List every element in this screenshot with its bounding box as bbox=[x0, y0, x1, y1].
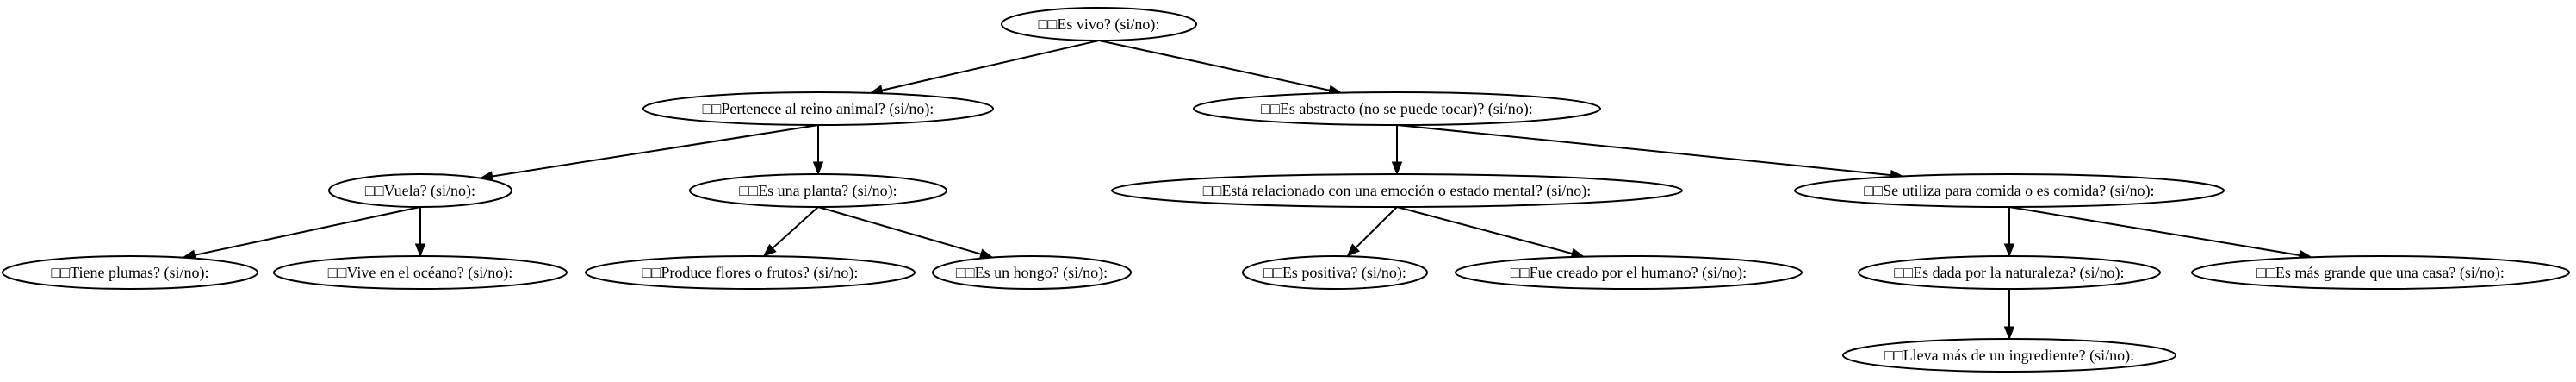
node-label: □□Es positiva? (si/no): bbox=[1263, 264, 1406, 282]
edge-line bbox=[1355, 206, 1398, 249]
node-label: □□Es vivo? (si/no): bbox=[1039, 16, 1160, 34]
node-ellipse bbox=[1001, 7, 1197, 41]
nodes-layer: □□Es vivo? (si/no): □□Pertenece al reino … bbox=[2, 7, 2570, 373]
tree-node-n_flores: □□Produce flores o frutos? (si/no): bbox=[585, 255, 916, 290]
node-label: □□Es abstracto (no se puede tocar)? (si/… bbox=[1261, 100, 1533, 118]
edge-line bbox=[2008, 206, 2300, 257]
tree-node-n_animal: □□Pertenece al reino animal? (si/no): bbox=[642, 91, 994, 126]
edge-n_comida-to-n_casa bbox=[2008, 206, 2313, 261]
tree-node-n_vuela: □□Vuela? (si/no): bbox=[328, 173, 512, 208]
node-label: □□Vuela? (si/no): bbox=[365, 182, 475, 200]
edge-n_emocion-to-n_positiva bbox=[1346, 206, 1398, 258]
node-label: □□Está relacionado con una emoción o est… bbox=[1203, 182, 1592, 200]
node-ellipse bbox=[1794, 173, 2225, 208]
edge-n_vuela-to-n_plumas bbox=[182, 206, 421, 260]
edge-line bbox=[772, 206, 819, 249]
tree-node-n_oceano: □□Vive en el océano? (si/no): bbox=[273, 255, 568, 290]
tree-node-n_positiva: □□Es positiva? (si/no): bbox=[1242, 255, 1428, 290]
node-ellipse bbox=[585, 255, 916, 290]
node-ellipse bbox=[1842, 338, 2176, 373]
node-ellipse bbox=[273, 255, 568, 290]
edge-n_emocion-to-n_humano bbox=[1396, 206, 1586, 259]
arrowhead-icon bbox=[414, 243, 426, 258]
node-ellipse bbox=[642, 91, 994, 126]
node-ellipse bbox=[1455, 255, 1803, 290]
arrowhead-icon bbox=[2003, 243, 2015, 258]
edge-line bbox=[1396, 124, 1891, 177]
node-label: □□Tiene plumas? (si/no): bbox=[51, 264, 208, 282]
edges-layer bbox=[182, 40, 2313, 341]
arrowhead-icon bbox=[2003, 326, 2015, 341]
node-ellipse bbox=[2191, 255, 2570, 290]
edge-n_animal-to-n_vuela bbox=[479, 124, 819, 182]
edge-n_vuela-to-n_oceano bbox=[414, 207, 426, 258]
node-ellipse bbox=[1111, 173, 1683, 208]
node-label: □□Es una planta? (si/no): bbox=[739, 182, 897, 200]
edge-n_abstracto-to-n_comida bbox=[1396, 124, 1904, 181]
edge-n_animal-to-n_planta bbox=[812, 125, 824, 176]
node-ellipse bbox=[1193, 91, 1601, 126]
tree-node-n_ingrediente: □□Lleva más de un ingrediente? (si/no): bbox=[1842, 338, 2176, 373]
node-label: □□Se utiliza para comida o es comida? (s… bbox=[1864, 182, 2154, 200]
arrowhead-icon bbox=[1346, 243, 1360, 258]
edge-line bbox=[1396, 206, 1573, 255]
edge-n_naturaleza-to-n_ingrediente bbox=[2003, 289, 2015, 341]
edge-line bbox=[817, 206, 982, 255]
node-ellipse bbox=[689, 173, 947, 208]
tree-node-n_humano: □□Fue creado por el humano? (si/no): bbox=[1455, 255, 1803, 290]
edge-root-to-n_abstracto bbox=[1098, 40, 1343, 96]
node-ellipse bbox=[1242, 255, 1428, 290]
edge-n_planta-to-n_hongo bbox=[817, 206, 994, 260]
tree-node-n_planta: □□Es una planta? (si/no): bbox=[689, 173, 947, 208]
arrowhead-icon bbox=[762, 243, 777, 257]
tree-node-n_comida: □□Se utiliza para comida o es comida? (s… bbox=[1794, 173, 2225, 208]
edge-line bbox=[1098, 40, 1331, 91]
tree-node-root: □□Es vivo? (si/no): bbox=[1001, 7, 1197, 41]
edge-n_comida-to-n_naturaleza bbox=[2003, 207, 2015, 258]
tree-node-n_hongo: □□Es un hongo? (si/no): bbox=[932, 255, 1132, 290]
node-ellipse bbox=[1858, 255, 2161, 290]
edge-line bbox=[492, 124, 819, 178]
edge-n_abstracto-to-n_emocion bbox=[1391, 125, 1403, 176]
node-label: □□Es dada por la naturaleza? (si/no): bbox=[1894, 264, 2124, 282]
edge-line bbox=[881, 40, 1100, 91]
edge-root-to-n_animal bbox=[869, 40, 1100, 96]
edge-line bbox=[194, 206, 421, 256]
arrowhead-icon bbox=[812, 161, 824, 176]
node-ellipse bbox=[328, 173, 512, 208]
edge-n_planta-to-n_flores bbox=[762, 206, 819, 257]
node-label: □□Es más grande que una casa? (si/no): bbox=[2256, 264, 2505, 282]
node-label: □□Es un hongo? (si/no): bbox=[956, 264, 1108, 282]
node-label: □□Fue creado por el humano? (si/no): bbox=[1511, 264, 1747, 282]
node-label: □□Pertenece al reino animal? (si/no): bbox=[703, 100, 934, 118]
tree-node-n_abstracto: □□Es abstracto (no se puede tocar)? (si/… bbox=[1193, 91, 1601, 126]
tree-node-n_plumas: □□Tiene plumas? (si/no): bbox=[2, 255, 258, 290]
node-label: □□Lleva más de un ingrediente? (si/no): bbox=[1884, 347, 2134, 365]
node-label: □□Vive en el océano? (si/no): bbox=[328, 264, 513, 282]
node-ellipse bbox=[2, 255, 258, 290]
tree-node-n_emocion: □□Está relacionado con una emoción o est… bbox=[1111, 173, 1683, 208]
tree-node-n_naturaleza: □□Es dada por la naturaleza? (si/no): bbox=[1858, 255, 2161, 290]
arrowhead-icon bbox=[1391, 161, 1403, 176]
tree-node-n_casa: □□Es más grande que una casa? (si/no): bbox=[2191, 255, 2570, 290]
node-label: □□Produce flores o frutos? (si/no): bbox=[642, 264, 859, 282]
node-ellipse bbox=[932, 255, 1132, 290]
